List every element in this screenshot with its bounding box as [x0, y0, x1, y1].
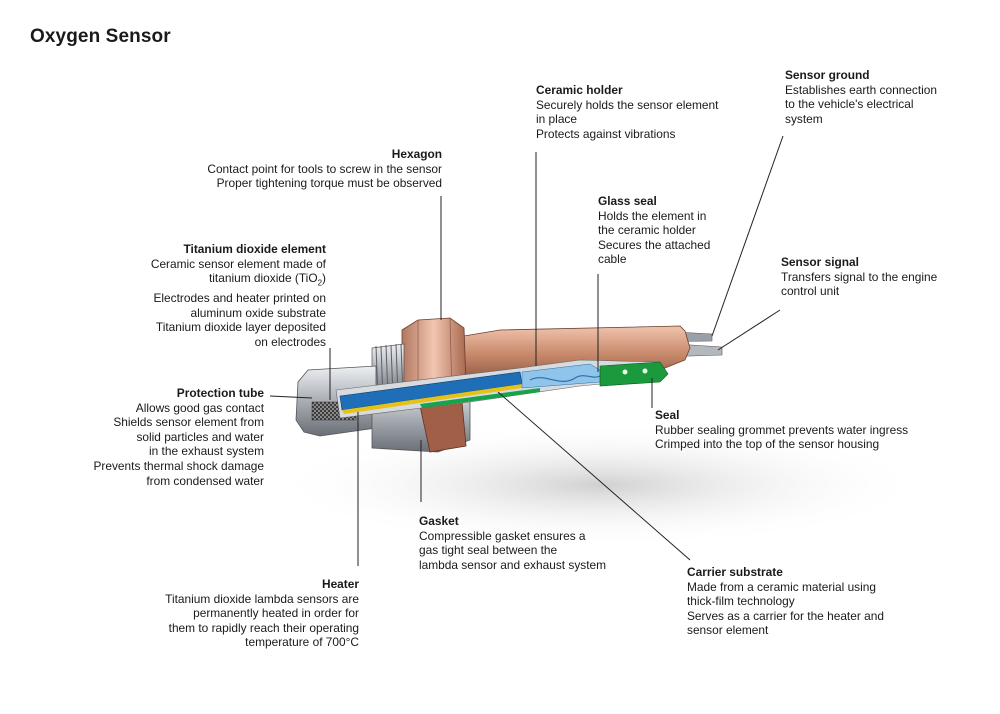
label-protection-tube-line: Prevents thermal shock damage — [93, 458, 264, 473]
label-sensor-ground-line: to the vehicle's electrical — [785, 97, 914, 112]
label-protection-tube-line: from condensed water — [146, 473, 264, 488]
tio2-close: ) — [322, 271, 326, 286]
label-heater: Heater Titanium dioxide lambda sensors a… — [165, 577, 359, 650]
label-glass-seal-line: the ceramic holder — [598, 223, 696, 238]
leader-sensor-signal — [717, 309, 781, 351]
label-glass-seal-line: cable — [598, 252, 627, 267]
leader-lines — [269, 135, 784, 566]
label-titanium-element-line: titanium dioxide (TiO2) — [151, 271, 326, 291]
label-carrier-substrate-line: Made from a ceramic material using — [687, 579, 876, 594]
label-titanium-element: Titanium dioxide element Ceramic sensor … — [151, 242, 326, 350]
label-hexagon: Hexagon Contact point for tools to screw… — [207, 147, 442, 191]
leader-protection-tube — [269, 395, 313, 399]
label-hexagon-title: Hexagon — [391, 147, 442, 161]
label-seal: Seal Rubber sealing grommet prevents wat… — [655, 408, 908, 452]
label-sensor-ground-line: Establishes earth connection — [785, 82, 938, 97]
label-heater-line: them to rapidly reach their operating — [168, 620, 359, 635]
label-titanium-element-title: Titanium dioxide element — [183, 242, 327, 256]
label-sensor-ground: Sensor ground Establishes earth connecti… — [785, 68, 937, 126]
carrier-strip — [342, 384, 522, 414]
label-seal-line: Crimped into the top of the sensor housi… — [655, 437, 880, 452]
label-hexagon-line: Contact point for tools to screw in the … — [207, 161, 442, 176]
label-ceramic-holder-line: Protects against vibrations — [536, 126, 676, 141]
label-protection-tube-line: Allows good gas contact — [135, 400, 264, 415]
label-gasket-line: gas tight seal between the — [419, 543, 558, 558]
cutaway-interior — [335, 359, 669, 419]
label-carrier-substrate: Carrier substrate Made from a ceramic ma… — [687, 565, 884, 638]
label-gasket-title: Gasket — [419, 514, 459, 528]
floor-shadow — [270, 423, 930, 547]
label-ceramic-holder: Ceramic holder Securely holds the sensor… — [536, 83, 718, 141]
label-carrier-substrate-line: thick-film technology — [687, 594, 795, 609]
label-carrier-substrate-line: sensor element — [687, 623, 769, 638]
label-heater-line: permanently heated in order for — [193, 606, 359, 621]
tio2-text: titanium dioxide (TiO — [208, 271, 318, 286]
label-protection-tube: Protection tube Allows good gas contact … — [93, 386, 264, 488]
label-glass-seal: Glass seal Holds the element in the cera… — [598, 194, 710, 267]
label-glass-seal-line: Secures the attached — [598, 237, 711, 252]
heater-strip — [420, 388, 540, 408]
label-sensor-signal-title: Sensor signal — [781, 255, 859, 269]
label-sensor-ground-line: system — [785, 111, 823, 126]
label-titanium-element-line: on electrodes — [254, 334, 326, 349]
label-titanium-element-line: Titanium dioxide layer deposited — [155, 320, 326, 335]
label-heater-line: Titanium dioxide lambda sensors are — [165, 591, 359, 606]
leader-sensor-ground — [711, 135, 784, 337]
tio2-subscript: 2 — [317, 278, 323, 288]
label-seal-line: Rubber sealing grommet prevents water in… — [655, 422, 909, 437]
label-glass-seal-title: Glass seal — [598, 194, 657, 208]
label-sensor-ground-title: Sensor ground — [785, 68, 870, 82]
label-protection-tube-title: Protection tube — [176, 386, 264, 400]
label-protection-tube-line: in the exhaust system — [149, 444, 264, 459]
label-gasket-line: Compressible gasket ensures a — [419, 528, 586, 543]
label-titanium-element-line: Ceramic sensor element made of — [150, 256, 326, 271]
label-carrier-substrate-title: Carrier substrate — [687, 565, 783, 579]
label-protection-tube-line: Shields sensor element from — [113, 415, 264, 430]
label-seal-title: Seal — [655, 408, 680, 422]
label-heater-line: temperature of 700°C — [245, 635, 359, 650]
label-protection-tube-line: solid particles and water — [136, 429, 264, 444]
page-title: Oxygen Sensor — [30, 26, 171, 47]
label-hexagon-line: Proper tightening torque must be observe… — [216, 176, 442, 191]
label-ceramic-holder-line: Securely holds the sensor element — [536, 97, 719, 112]
label-gasket: Gasket Compressible gasket ensures a gas… — [419, 514, 606, 572]
label-sensor-signal-line: Transfers signal to the engine — [781, 269, 938, 284]
label-sensor-signal: Sensor signal Transfers signal to the en… — [781, 255, 937, 299]
leader-carrier — [497, 391, 691, 561]
rubber-seal — [599, 361, 669, 387]
label-sensor-signal-line: control unit — [781, 284, 840, 299]
label-heater-title: Heater — [321, 577, 359, 591]
label-titanium-element-line: Electrodes and heater printed on — [153, 291, 326, 306]
label-gasket-line: lambda sensor and exhaust system — [419, 557, 607, 572]
label-carrier-substrate-line: Serves as a carrier for the heater and — [687, 608, 884, 623]
label-titanium-element-line: aluminum oxide substrate — [190, 305, 327, 320]
label-ceramic-holder-line: in place — [536, 112, 577, 127]
label-glass-seal-line: Holds the element in — [598, 208, 707, 223]
label-ceramic-holder-title: Ceramic holder — [536, 83, 623, 97]
